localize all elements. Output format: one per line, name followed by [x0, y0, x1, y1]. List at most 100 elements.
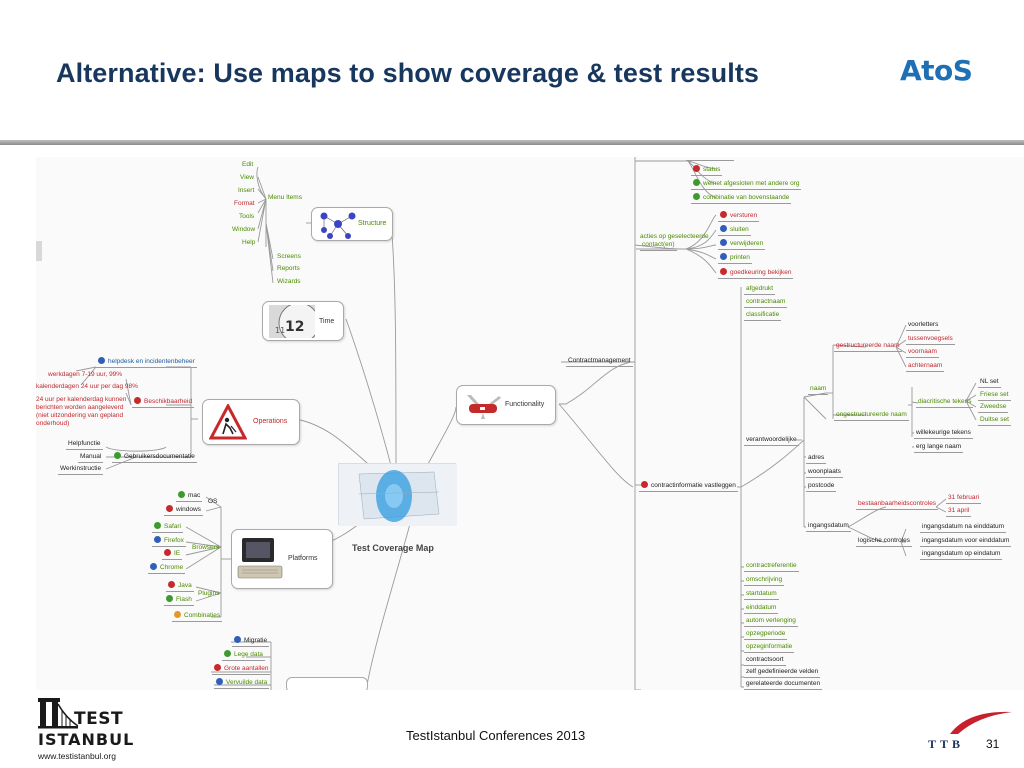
- plugin-item-text: Java: [178, 582, 192, 589]
- menu-item: Window: [232, 226, 256, 233]
- status-blue-icon: [720, 225, 727, 232]
- naam-label: naam: [808, 385, 829, 395]
- contract-field: omschrijving: [744, 576, 785, 586]
- actie-item-text: printen: [730, 254, 750, 261]
- logo-word-istanbul: ISTANBUL: [38, 730, 135, 749]
- browser-item-text: Chrome: [160, 564, 184, 571]
- node-time[interactable]: 12 11 Time: [262, 301, 344, 341]
- menu-item: Insert: [238, 187, 255, 194]
- contract-field: opzeginformatie: [744, 643, 795, 653]
- status-blue-icon: [720, 253, 727, 260]
- svg-text:12: 12: [285, 319, 304, 335]
- func-item-partial: [686, 157, 734, 161]
- os-label: OS: [208, 498, 218, 505]
- status-green-icon: [224, 650, 231, 657]
- contractinfo-item: contractinformatie vastleggen: [639, 481, 738, 492]
- func-item: welnet afgesloten met andere org: [691, 179, 802, 190]
- os-item: windows: [164, 505, 203, 516]
- node-operations[interactable]: Operations: [202, 399, 300, 445]
- actie-item: sluiten: [718, 225, 751, 236]
- browser-item-text: Safari: [164, 523, 181, 530]
- status-green-icon: [114, 452, 121, 459]
- menu-item: Edit: [242, 161, 254, 168]
- contract-field: zelf gedefinieerde velden: [744, 668, 821, 678]
- browser-item: Chrome: [148, 563, 186, 574]
- node-structure[interactable]: Structure: [311, 207, 393, 241]
- contract-field: contractsoort: [744, 656, 786, 666]
- browser-item-text: IE: [174, 550, 181, 557]
- logic-check: ingangsdatum op eindatum: [920, 550, 1003, 560]
- footer-url: www.testistanbul.org: [38, 751, 116, 761]
- data-item-text: Vervuilde data: [226, 679, 268, 686]
- actie-item-text: goedkeuring bekijken: [730, 269, 792, 276]
- char-set: Friese set: [978, 391, 1011, 401]
- status-green-icon: [693, 193, 700, 200]
- plugin-item: Java: [166, 581, 194, 592]
- func-item-text: status: [703, 166, 721, 173]
- menu-items-label: Menu Items: [268, 194, 302, 201]
- browsers-label: Browsers: [192, 544, 220, 551]
- os-item-text: windows: [176, 506, 201, 513]
- erg-lange-label: erg lange naam: [914, 443, 964, 453]
- mindmap-connectors: [75, 157, 977, 690]
- plugins-label: Plugins: [198, 590, 220, 597]
- status-red-icon: [720, 268, 727, 275]
- os-item: mac: [176, 491, 203, 502]
- clock-icon: 12 11: [269, 305, 315, 338]
- contract-field: autom verlenging: [744, 617, 798, 627]
- node-functionality[interactable]: Functionality: [456, 385, 556, 425]
- browser-item: IE: [162, 549, 183, 560]
- node-platforms[interactable]: Platforms: [231, 529, 333, 589]
- ops-item: Manual: [78, 453, 104, 463]
- date-check: 31 april: [946, 507, 972, 517]
- title-divider: [0, 140, 1024, 145]
- actie-item: goedkeuring bekijken: [718, 268, 794, 279]
- node-operations-label: Operations: [253, 418, 288, 425]
- data-item-text: Grote aantallen: [224, 665, 269, 672]
- structure-item: Wizards: [277, 278, 301, 285]
- actie-item-text: versturen: [730, 212, 758, 219]
- ops-item: Werkinstructie: [58, 465, 104, 475]
- status-green-icon: [154, 522, 161, 529]
- actie-item-text: sluiten: [730, 226, 749, 233]
- contract-field: einddatum: [744, 604, 779, 614]
- logic-check: ingangsdatum voor einddatum: [920, 537, 1012, 547]
- contract-field: contractreferentie: [744, 562, 799, 572]
- combinaties-text: Combinaties: [184, 612, 221, 619]
- ops-item-text: Beschikbaarheid: [144, 398, 193, 405]
- center-node-label: Test Coverage Map: [352, 543, 434, 553]
- acties-label: acties op geselecteerde: [640, 233, 709, 240]
- ops-detail: onderhoud): [36, 420, 70, 427]
- swiss-knife-icon: [467, 395, 501, 419]
- ops-item: Beschikbaarheid: [132, 397, 195, 408]
- ops-item: helpdesk en incidentenbeheer: [96, 357, 197, 368]
- func-item-text: combinatie van bovenstaande: [703, 194, 790, 201]
- node-data[interactable]: [286, 677, 368, 690]
- plugin-item: Flash: [164, 595, 194, 606]
- ops-detail: 24 uur per kalenderdag kunnen: [36, 396, 127, 403]
- test-coverage-mindmap[interactable]: Test Coverage Map Structure 12 11 Time O…: [36, 157, 1024, 690]
- adres-label: adres: [806, 454, 827, 464]
- scrollbar-handle[interactable]: [36, 241, 42, 261]
- data-item: Grote aantallen: [212, 664, 271, 675]
- molecule-icon: [320, 212, 356, 239]
- node-time-label: Time: [319, 318, 335, 325]
- contractmanagement-label: Contractmanagement: [566, 357, 633, 367]
- structure-item: Screens: [277, 253, 301, 260]
- data-item-text: Lege data: [234, 651, 263, 658]
- node-structure-label: Structure: [358, 220, 387, 227]
- menu-item: View: [240, 174, 254, 181]
- name-part: achternaam: [906, 362, 945, 372]
- func-item-text: welnet afgesloten met andere org: [703, 180, 800, 187]
- contract-field: opzegperiode: [744, 630, 788, 640]
- actie-item-text: verwijderen: [730, 240, 764, 247]
- char-set: Zweedse: [978, 403, 1009, 413]
- page-number: 31: [986, 737, 1000, 751]
- status-red-icon: [641, 481, 648, 488]
- browser-item-text: Firefox: [164, 537, 184, 544]
- map-thumbnail-graphic: [339, 464, 457, 526]
- menu-item: Tools: [239, 213, 255, 220]
- actie-item: printen: [718, 253, 752, 264]
- coverage-map-thumbnail: [338, 463, 457, 526]
- ops-detail: werkdagen 7-19 uur, 99%: [48, 371, 123, 378]
